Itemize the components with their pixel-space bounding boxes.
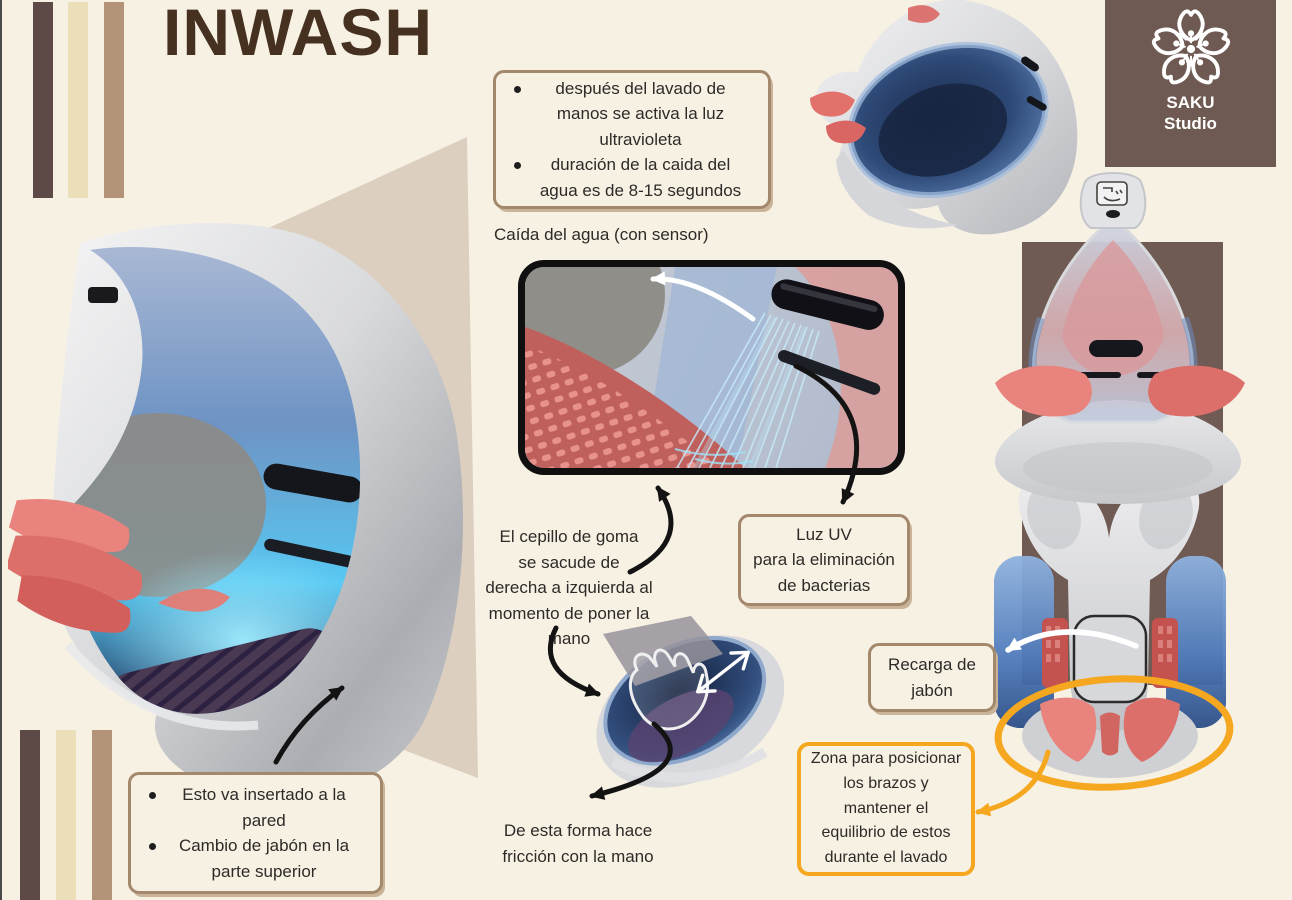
wall-item-2: Cambio de jabón en la parte superior: [178, 836, 350, 881]
hand-outline: [629, 648, 710, 731]
bullet-icon: [149, 843, 156, 850]
render-side-cutaway: [8, 223, 464, 799]
render-front-view: [994, 474, 1226, 778]
poster-title: INWASH: [163, 0, 433, 69]
note-wall-mount-box: Esto va insertado a la pared Cambio de j…: [128, 772, 383, 894]
stripe-dark-bottom: [20, 730, 40, 900]
studio-logo-block: SAKU Studio: [1105, 0, 1276, 167]
stripe-tan-bottom: [92, 730, 112, 900]
uv-timing-item-2: duración de la caida del agua es de 8-15…: [539, 155, 742, 200]
text-brush-motion: El cepillo de goma se sacude de derecha …: [485, 527, 653, 648]
shake-double-arrow-icon: [696, 650, 750, 694]
caption-water-sensor: Caída del agua (con sensor): [494, 225, 709, 244]
list-item: Esto va insertado a la pared: [139, 782, 372, 833]
uv-timing-item-1: después del lavado de manos se activa la…: [555, 78, 726, 149]
water-streams: [676, 312, 820, 468]
note-soap-refill-box: Recarga de jabón: [868, 643, 996, 712]
page-edge-line: [0, 0, 2, 900]
list-item: duración de la caida del agua es de 8-15…: [504, 152, 760, 203]
water-nozzle: [771, 279, 884, 330]
note-arm-zone-box: Zona para posicionar los brazos y manten…: [797, 742, 975, 876]
arrow-water-origin: [650, 271, 756, 322]
stripe-tan-top: [104, 2, 124, 198]
arm-rests-red: [8, 499, 142, 633]
washing-hands-icon: [1096, 181, 1128, 206]
stripe-cream-bottom: [56, 730, 76, 900]
render-top-view: [994, 172, 1245, 504]
note-uv-timing-box: después del lavado de manos se activa la…: [493, 70, 771, 209]
logo-line1: SAKU: [1166, 93, 1215, 112]
render-closeup-frame: [518, 260, 905, 475]
bullet-icon: [514, 162, 521, 170]
stripe-dark-top: [33, 2, 53, 198]
list-item: Cambio de jabón en la parte superior: [139, 833, 372, 884]
note-uv-light-box: Luz UV para la eliminación de bacterias: [738, 514, 910, 606]
nozzle-detail: [88, 287, 118, 303]
red-handles: [995, 365, 1245, 417]
list-item: después del lavado de manos se activa la…: [504, 76, 760, 153]
sakura-icon: [1149, 9, 1232, 89]
logo-line2: Studio: [1164, 114, 1217, 134]
closeup-art: [525, 267, 898, 468]
bullet-icon: [514, 85, 521, 93]
bullet-icon: [149, 792, 156, 799]
stripe-cream-top: [68, 2, 88, 198]
text-friction: De esta forma hace fricción con la mano: [502, 821, 654, 866]
soap-hatch-outline: [1072, 614, 1148, 704]
wall-item-1: Esto va insertado a la pared: [182, 785, 346, 830]
render-top-detail: [810, 0, 1078, 235]
